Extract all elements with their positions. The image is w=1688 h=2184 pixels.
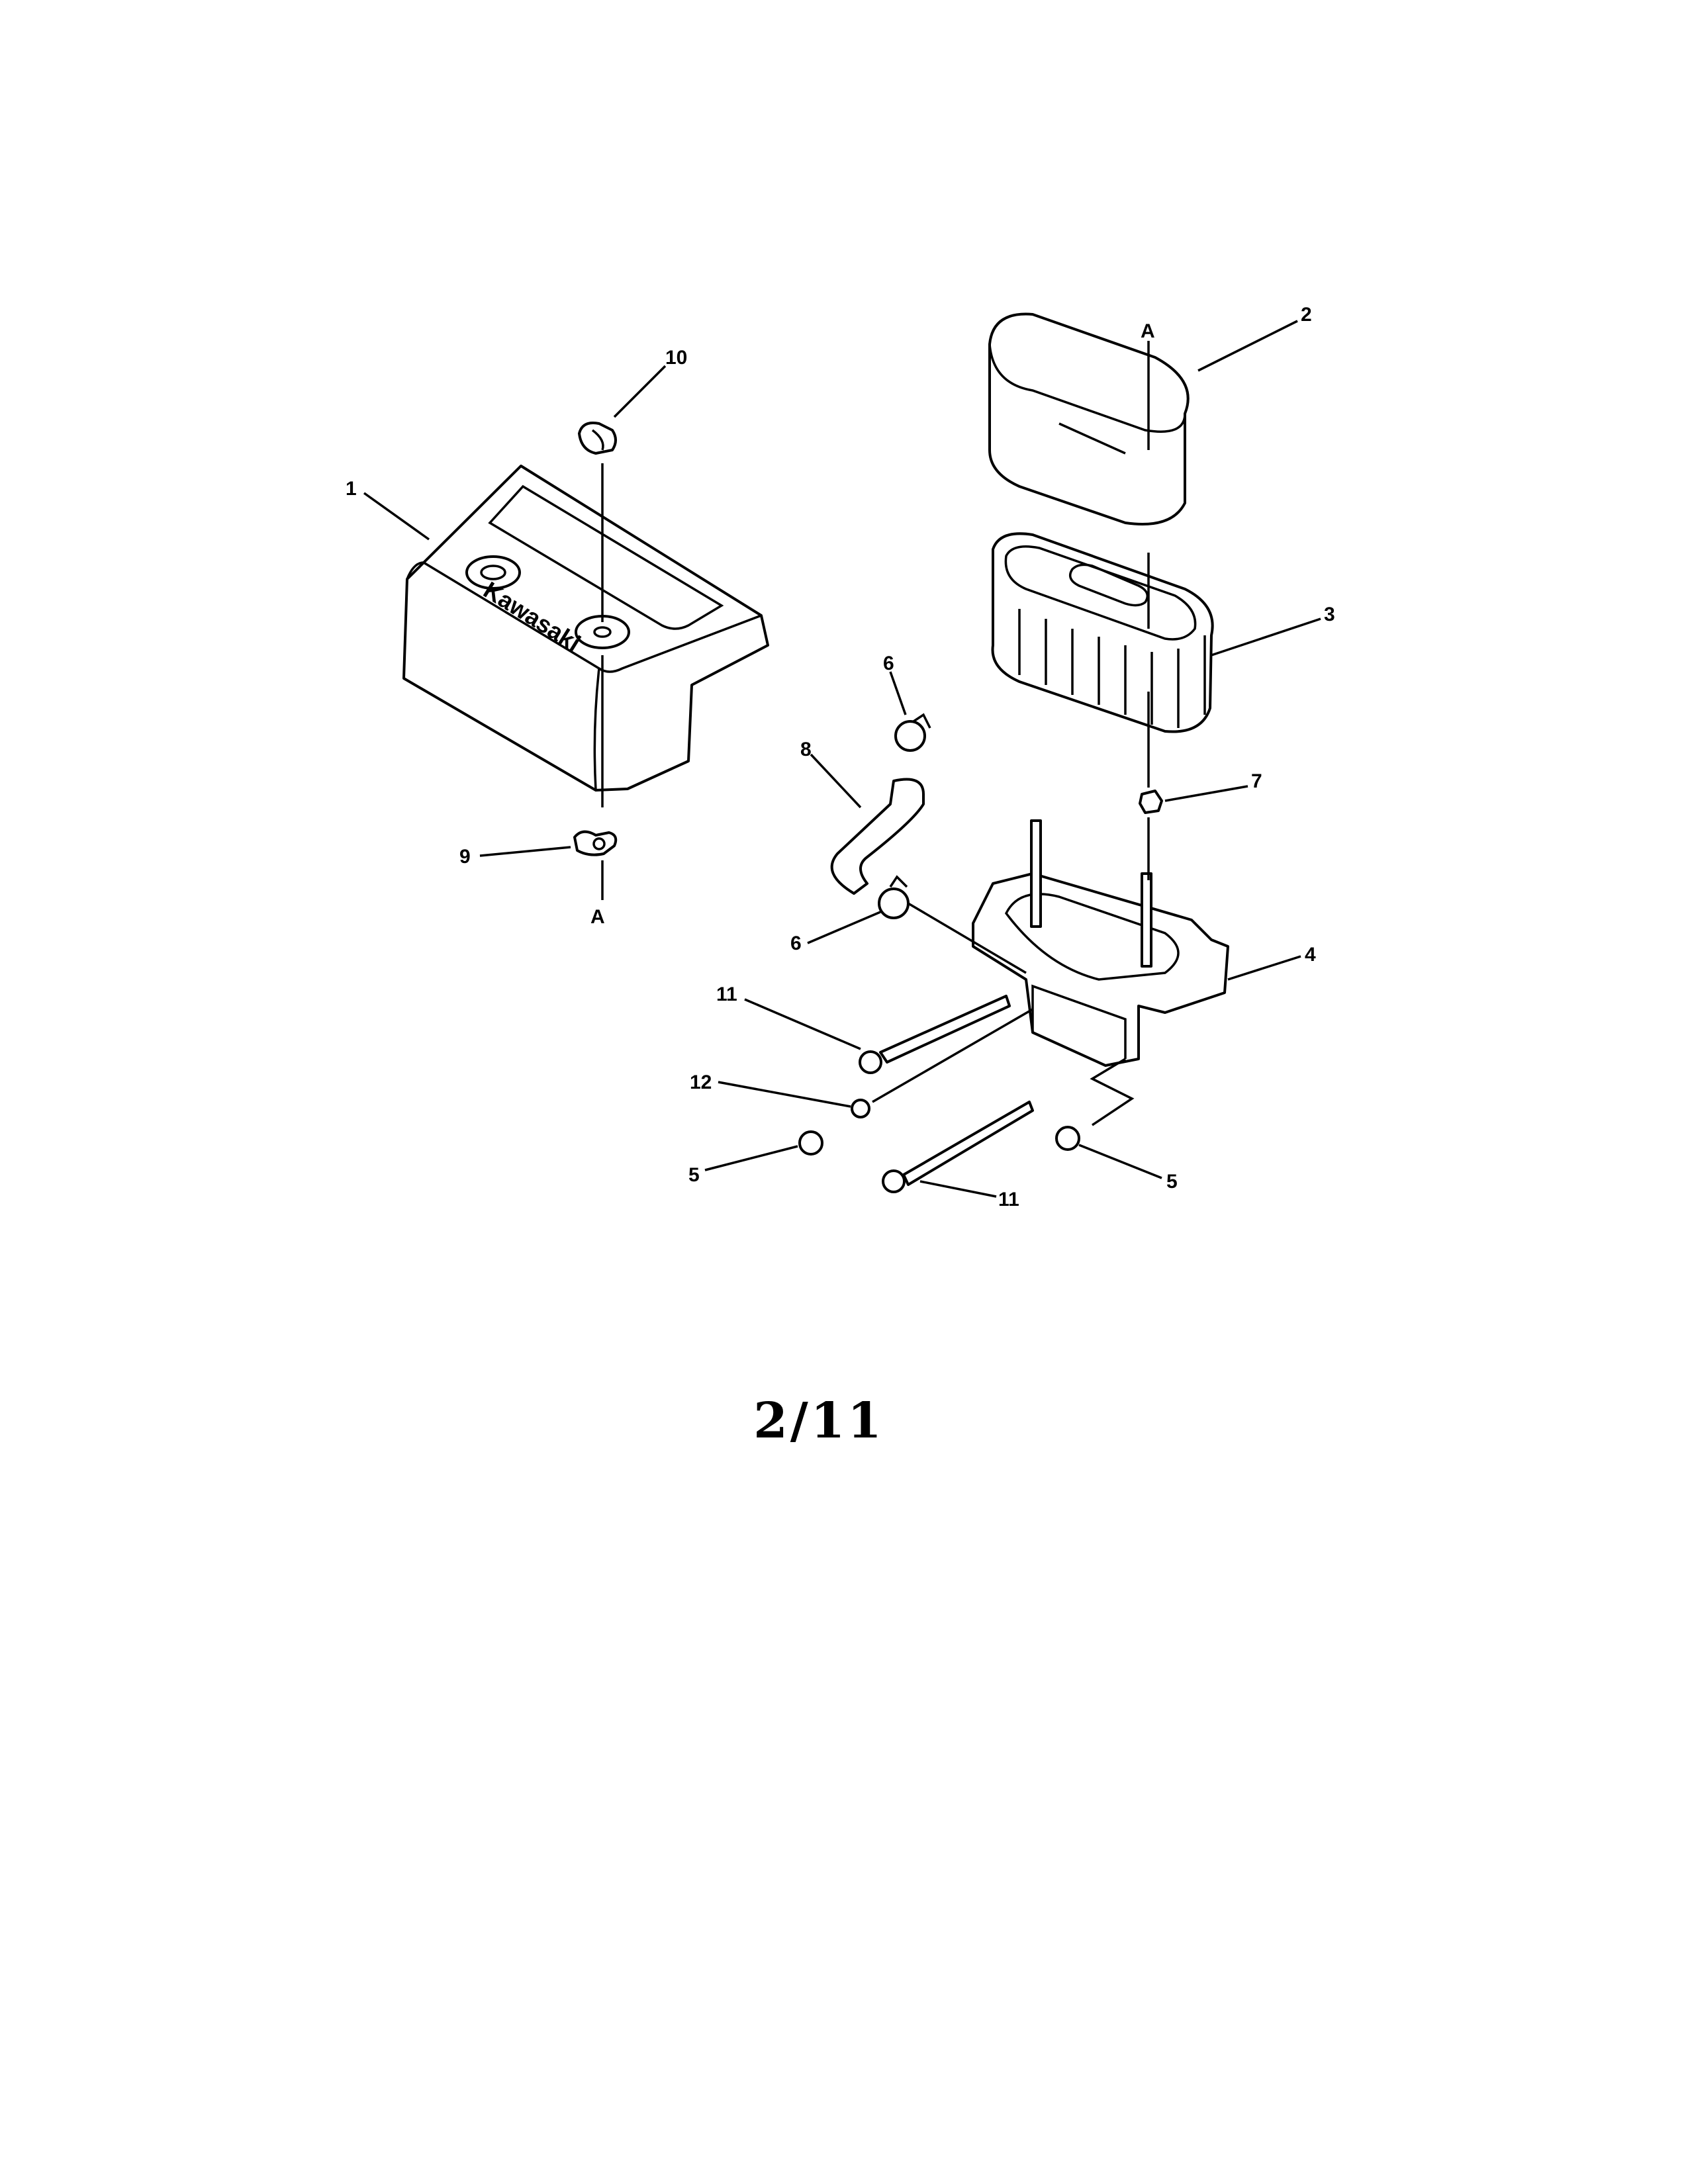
part-8-hose [830,778,925,895]
part-5-nut-right [1055,1126,1080,1151]
part-10-cap [578,422,617,455]
label-3: 3 [1324,604,1335,625]
page-number: 2/11 [753,1392,884,1449]
label-12: 12 [690,1071,712,1093]
label-a-top: A [1141,320,1155,342]
label-7: 7 [1251,770,1262,792]
part-5-nut-left [798,1130,823,1156]
label-2: 2 [1301,304,1312,326]
label-10: 10 [665,347,687,369]
part-6-clamp-bottom [878,875,910,919]
label-6-top: 6 [883,653,894,674]
part-4-base [972,819,1229,1067]
leader-lines [363,320,1321,1198]
label-11-bottom: 11 [998,1189,1019,1210]
part-12-washer [851,1099,870,1118]
stud-right [1141,872,1152,968]
part-11-bolt-bottom [882,1101,1034,1193]
label-5-right: 5 [1166,1171,1178,1193]
label-5-left: 5 [688,1164,700,1186]
label-1: 1 [346,478,357,500]
part-3-air-filter [991,532,1214,733]
label-4: 4 [1305,944,1316,966]
part-1-cover: Kawasaki [402,465,769,792]
part-2-outer-filter [988,312,1190,525]
part-6-clamp-top [894,713,931,752]
part-9-wing-nut [573,830,618,856]
label-11-top: 11 [716,983,737,1005]
label-8: 8 [800,739,812,760]
label-6-bottom: 6 [790,933,802,954]
label-a-bottom: A [590,906,605,928]
label-9: 9 [459,846,471,868]
part-7-nut [1139,790,1163,814]
stud-left [1030,819,1042,928]
part-11-bolt-top [859,995,1011,1074]
